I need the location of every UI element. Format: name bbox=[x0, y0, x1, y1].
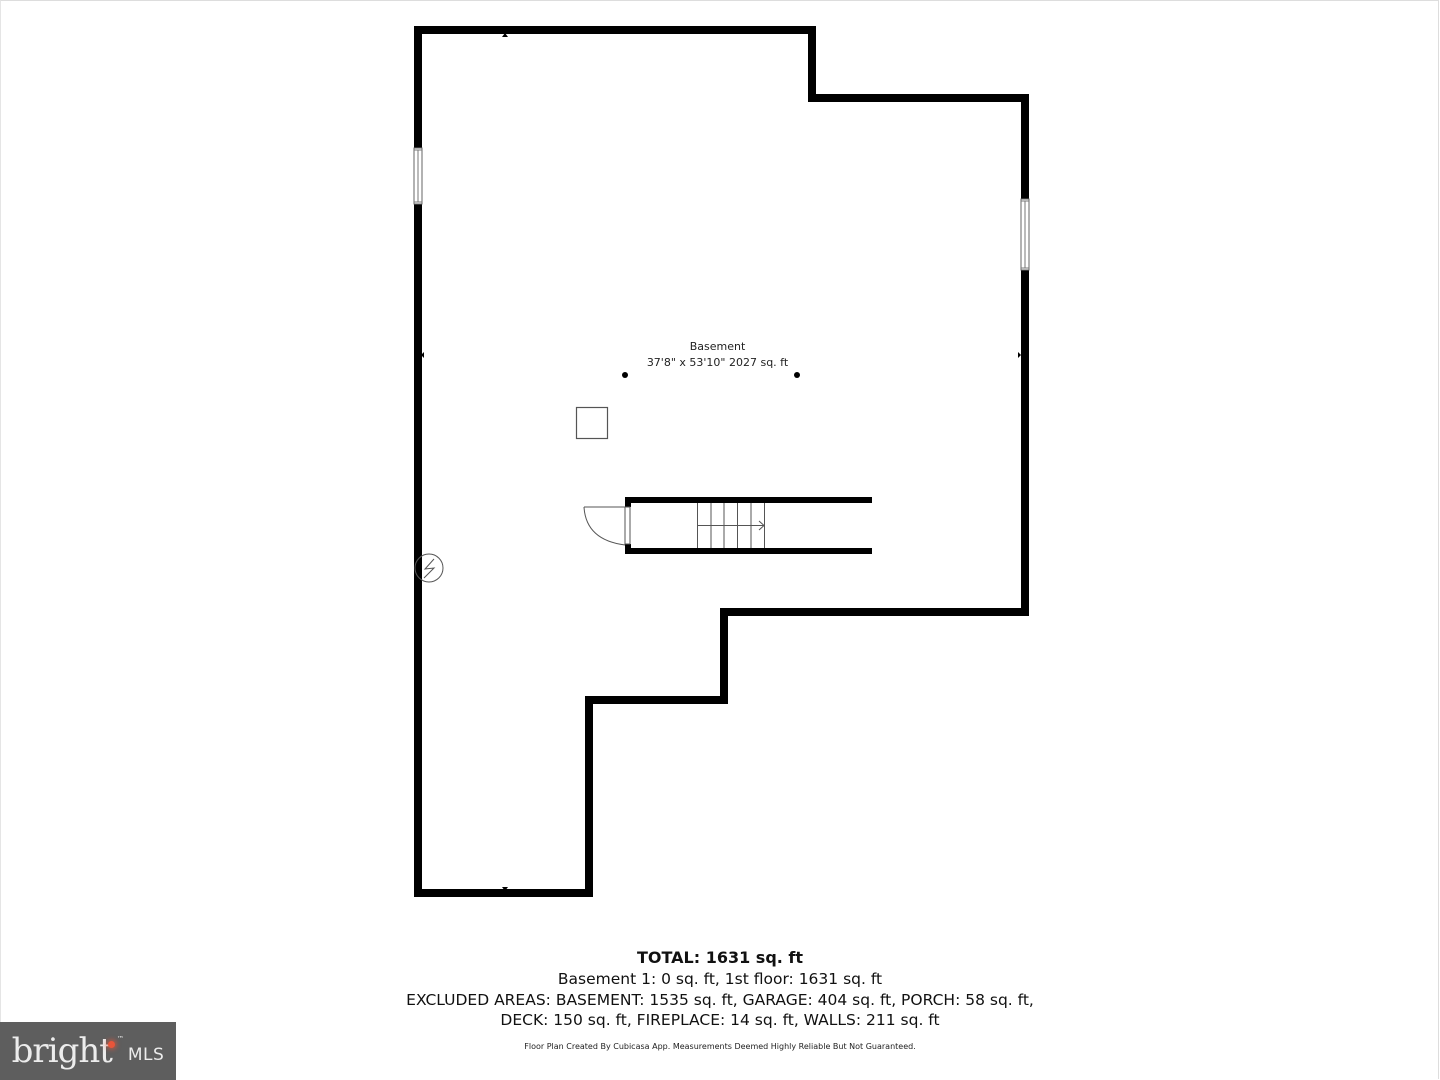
floor-breakdown: Basement 1: 0 sq. ft, 1st floor: 1631 sq… bbox=[557, 970, 883, 988]
logo-brand-text: bright bbox=[11, 1031, 113, 1071]
room-name: Basement bbox=[689, 340, 746, 353]
area-summary: TOTAL: 1631 sq. ft Basement 1: 0 sq. ft,… bbox=[300, 947, 1140, 1053]
logo-spark-icon bbox=[107, 1041, 115, 1048]
room-dimensions: 37'8" x 53'10" 2027 sq. ft bbox=[646, 356, 789, 369]
staircase-icon bbox=[697, 503, 765, 548]
window-right-icon bbox=[1020, 198, 1030, 271]
total-area: TOTAL: 1631 sq. ft bbox=[636, 948, 804, 967]
window-left-icon bbox=[413, 147, 423, 205]
exterior-wall bbox=[414, 26, 1029, 897]
door-swing-icon bbox=[583, 506, 631, 546]
room-label: Basement 37'8" x 53'10" 2027 sq. ft bbox=[600, 339, 835, 371]
bright-mls-logo: bright ™ MLS bbox=[0, 1022, 176, 1080]
dimension-markers-icon bbox=[421, 33, 1021, 891]
stairwell-walls bbox=[625, 497, 872, 554]
support-post-icon bbox=[622, 372, 628, 378]
logo-brand: bright ™ bbox=[11, 1031, 124, 1071]
support-post-icon bbox=[794, 372, 800, 378]
excluded-areas-line-1: EXCLUDED AREAS: BASEMENT: 1535 sq. ft, G… bbox=[406, 990, 1034, 1009]
logo-suffix: MLS bbox=[127, 1045, 165, 1065]
logo-trademark: ™ bbox=[116, 1035, 124, 1043]
electrical-panel-icon bbox=[414, 553, 444, 583]
excluded-areas-line-2: DECK: 150 sq. ft, FIREPLACE: 14 sq. ft, … bbox=[500, 1011, 940, 1029]
disclaimer: Floor Plan Created By Cubicasa App. Meas… bbox=[524, 1041, 916, 1051]
square-column-icon bbox=[575, 406, 609, 440]
